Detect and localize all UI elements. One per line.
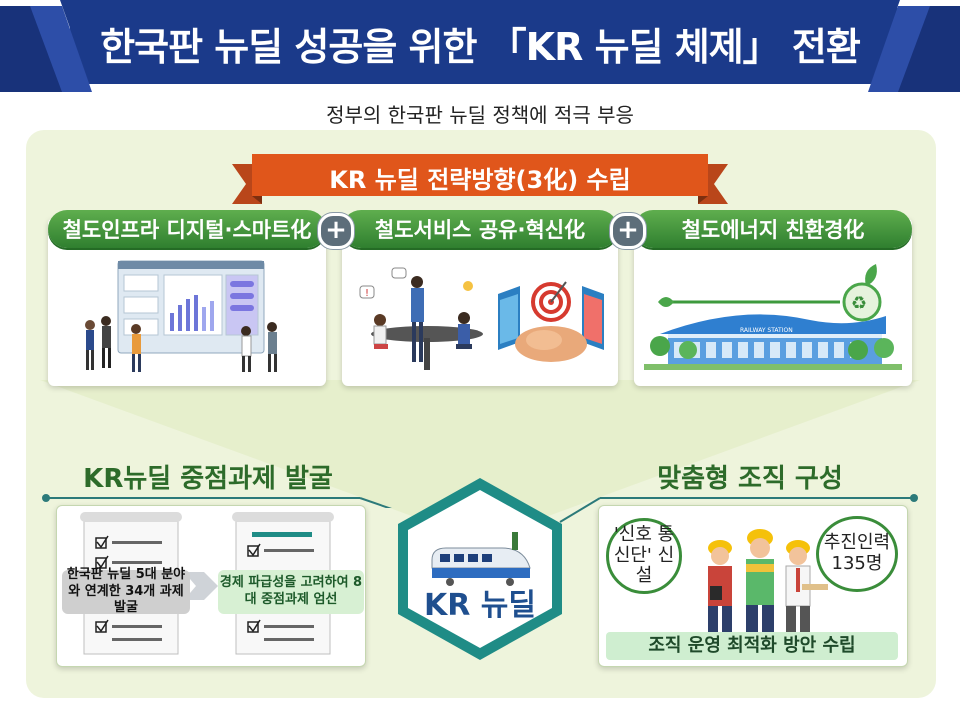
page-title: 한국판 뉴딜 성공을 위한 「KR 뉴딜 체제」 전환 bbox=[100, 25, 861, 69]
pillar-label-energy: 철도에너지 친환경化 bbox=[634, 210, 912, 248]
svg-text:♻: ♻ bbox=[851, 293, 867, 314]
funnel-shape bbox=[40, 380, 920, 530]
left-section-line bbox=[42, 494, 392, 508]
left-box-2: 경제 파급성을 고려하여 8대 중점과제 엄선 bbox=[218, 570, 364, 614]
workers-illustration bbox=[708, 529, 828, 632]
station-sign: RAILWAY STATION bbox=[740, 327, 793, 334]
pillar-label-service: 철도서비스 공유·혁신化 bbox=[342, 210, 618, 248]
plus-icon: + bbox=[318, 213, 354, 249]
strategy-ribbon bbox=[232, 154, 728, 204]
svg-text:!: ! bbox=[365, 288, 369, 299]
center-hexagon bbox=[398, 478, 562, 660]
left-box-1: 한국판 뉴딜 5대 분야와 연계한 34개 과제 발굴 bbox=[62, 567, 190, 615]
plus-icon: + bbox=[610, 213, 646, 249]
right-bottom-label: 조직 운영 최적화 방안 수립 bbox=[606, 632, 898, 660]
speech-bubble-signal: '신호 통신단' 신설 bbox=[606, 518, 682, 594]
right-section-title: 맞춤형 조직 구성 bbox=[657, 464, 843, 494]
speech-bubble-staff: 추진인력 135명 bbox=[816, 516, 898, 592]
arrow-right-icon bbox=[184, 572, 218, 600]
dashboard-illustration bbox=[85, 260, 277, 372]
title-banner bbox=[0, 0, 960, 100]
strategy-banner: KR 뉴딜 전략방향(3化) 수립 bbox=[329, 166, 631, 194]
pillar-label-infra: 철도인프라 디지털·스마트化 bbox=[48, 210, 326, 248]
center-label: KR 뉴딜 bbox=[424, 588, 536, 623]
left-section-title: KR뉴딜 중점과제 발굴 bbox=[83, 464, 333, 494]
right-section-line bbox=[559, 494, 918, 523]
station-illustration: ♻ RAILWAY STATION bbox=[644, 264, 902, 370]
meeting-illustration: ! bbox=[359, 267, 604, 370]
page-subtitle: 정부의 한국판 뉴딜 정책에 적극 부응 bbox=[326, 103, 634, 127]
